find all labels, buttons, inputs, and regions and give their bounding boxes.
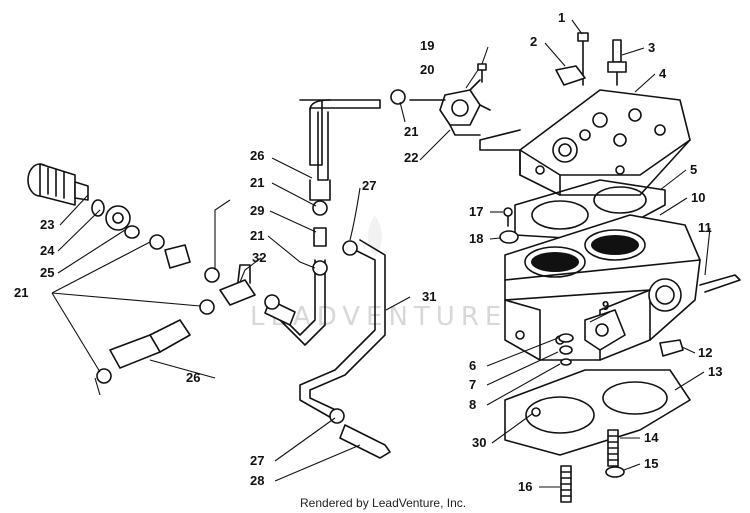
nut [605, 466, 625, 478]
fitting [659, 339, 684, 357]
callout-14: 14 [644, 430, 659, 445]
callout-8: 8 [469, 397, 476, 412]
base-gasket [504, 369, 691, 456]
washer [531, 407, 541, 417]
callout-28: 28 [250, 473, 264, 488]
bolt [558, 333, 574, 343]
callout-27-lower: 27 [250, 453, 264, 468]
fuel-hose [277, 259, 326, 346]
callout-12: 12 [698, 345, 712, 360]
footer-credit: Rendered by LeadVenture, Inc. [300, 496, 466, 510]
callout-22: 22 [404, 150, 418, 165]
callout-11: 11 [698, 220, 712, 235]
callout-24: 24 [40, 243, 55, 258]
fuel-pump [409, 79, 491, 136]
callout-18: 18 [469, 231, 483, 246]
cylinder-head [479, 89, 691, 196]
nut [105, 205, 131, 231]
callout-9: 9 [602, 298, 609, 313]
callout-32: 32 [252, 250, 266, 265]
callout-3: 3 [648, 40, 655, 55]
leader-lines [51, 19, 711, 488]
callout-17: 17 [469, 204, 483, 219]
screw [477, 63, 487, 83]
primer [27, 163, 89, 206]
callout-1: 1 [558, 10, 565, 25]
screw [503, 207, 513, 227]
callout-21-pump: 21 [404, 124, 418, 139]
callout-26-top: 26 [250, 148, 264, 163]
callout-2: 2 [530, 34, 537, 49]
fitting [339, 424, 391, 459]
callout-6: 6 [469, 358, 476, 373]
fuel-filter [313, 227, 327, 247]
callout-19: 19 [420, 38, 434, 53]
callout-16: 16 [518, 479, 532, 494]
cable [699, 274, 741, 293]
callout-4: 4 [659, 66, 667, 81]
head-washer [555, 65, 586, 86]
washer [560, 358, 572, 366]
fuel-hose [299, 99, 381, 181]
callout-27-upper: 27 [362, 178, 376, 193]
spark-plug [607, 39, 627, 86]
callout-21-middle: 21 [250, 228, 264, 243]
callout-5: 5 [690, 162, 697, 177]
callout-25: 25 [40, 265, 54, 280]
callout-29: 29 [250, 203, 264, 218]
fitting [124, 225, 140, 239]
callout-7: 7 [469, 377, 476, 392]
cylinder-block [504, 214, 701, 361]
callout-21-upper: 21 [250, 175, 264, 190]
fuel-hose [109, 244, 296, 369]
callout-23: 23 [40, 217, 54, 232]
callout-10: 10 [691, 190, 705, 205]
callout-20: 20 [420, 62, 434, 77]
callout-21-left: 21 [14, 285, 28, 300]
watermark-logo-icon [368, 215, 382, 257]
callout-13: 13 [708, 364, 722, 379]
y-fitting [219, 264, 256, 306]
callout-15: 15 [644, 456, 658, 471]
stud [560, 465, 572, 503]
fuel-hose [309, 179, 331, 201]
hose-clamp [96, 89, 406, 424]
stud [607, 429, 619, 467]
callout-31: 31 [422, 289, 436, 304]
washer [91, 199, 105, 217]
grommet [499, 230, 519, 244]
callout-26-bottom: 26 [186, 370, 200, 385]
callout-30: 30 [472, 435, 486, 450]
washer [559, 345, 573, 355]
